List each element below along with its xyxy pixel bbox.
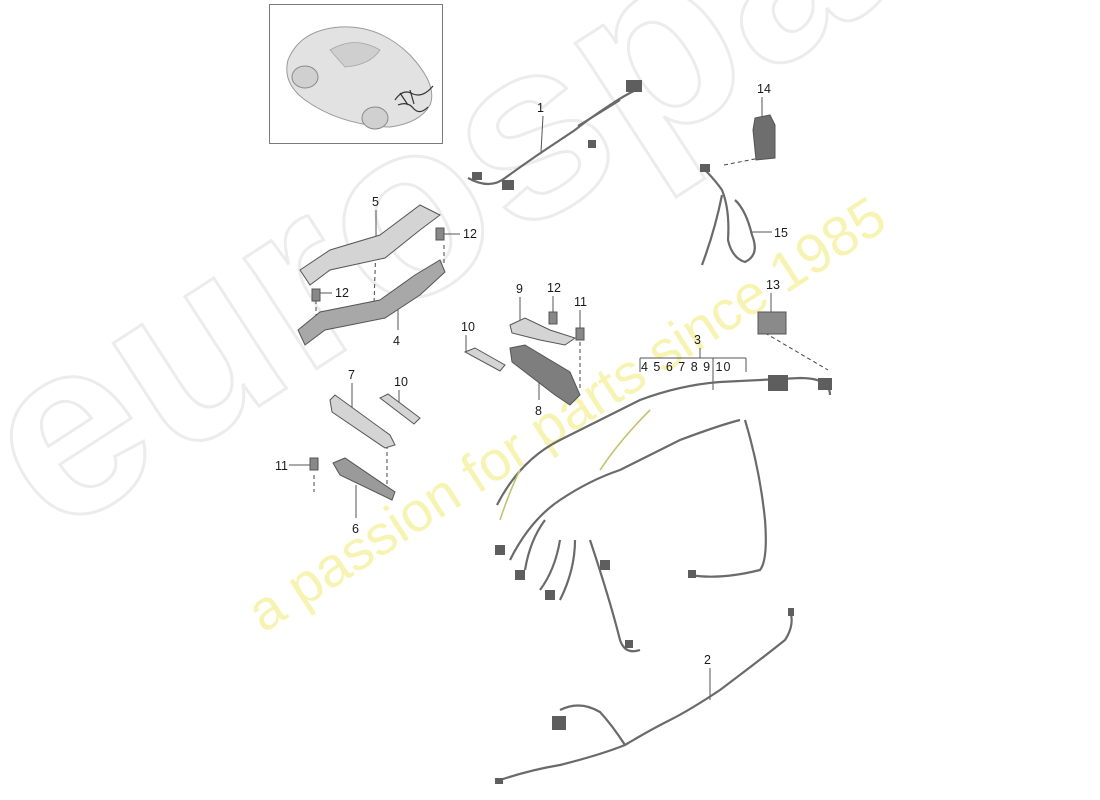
car-icon: [286, 26, 434, 130]
callout-12-left[interactable]: 12: [335, 286, 349, 300]
callout-12-middle[interactable]: 12: [547, 281, 561, 295]
callout-8[interactable]: 8: [535, 404, 542, 418]
callout-12-right[interactable]: 12: [463, 227, 477, 241]
callout-4[interactable]: 4: [393, 334, 400, 348]
callout-15[interactable]: 15: [774, 226, 788, 240]
callout-3[interactable]: 3: [694, 333, 701, 347]
callout-11-upper[interactable]: 11: [574, 295, 587, 309]
callout-14[interactable]: 14: [757, 82, 771, 96]
group-3-included-parts: 4 5 6 7 8 9 10: [641, 360, 732, 374]
vehicle-thumbnail: [269, 4, 443, 144]
callout-1[interactable]: 1: [537, 101, 544, 115]
callout-10-lower[interactable]: 10: [394, 375, 408, 389]
callout-13[interactable]: 13: [766, 278, 780, 292]
callout-10-upper[interactable]: 10: [461, 320, 475, 334]
callout-11-lower[interactable]: 11: [275, 459, 288, 473]
callout-6[interactable]: 6: [352, 522, 359, 536]
callout-7[interactable]: 7: [348, 368, 355, 382]
callout-9[interactable]: 9: [516, 282, 523, 296]
callout-2[interactable]: 2: [704, 653, 711, 667]
callout-5[interactable]: 5: [372, 195, 379, 209]
